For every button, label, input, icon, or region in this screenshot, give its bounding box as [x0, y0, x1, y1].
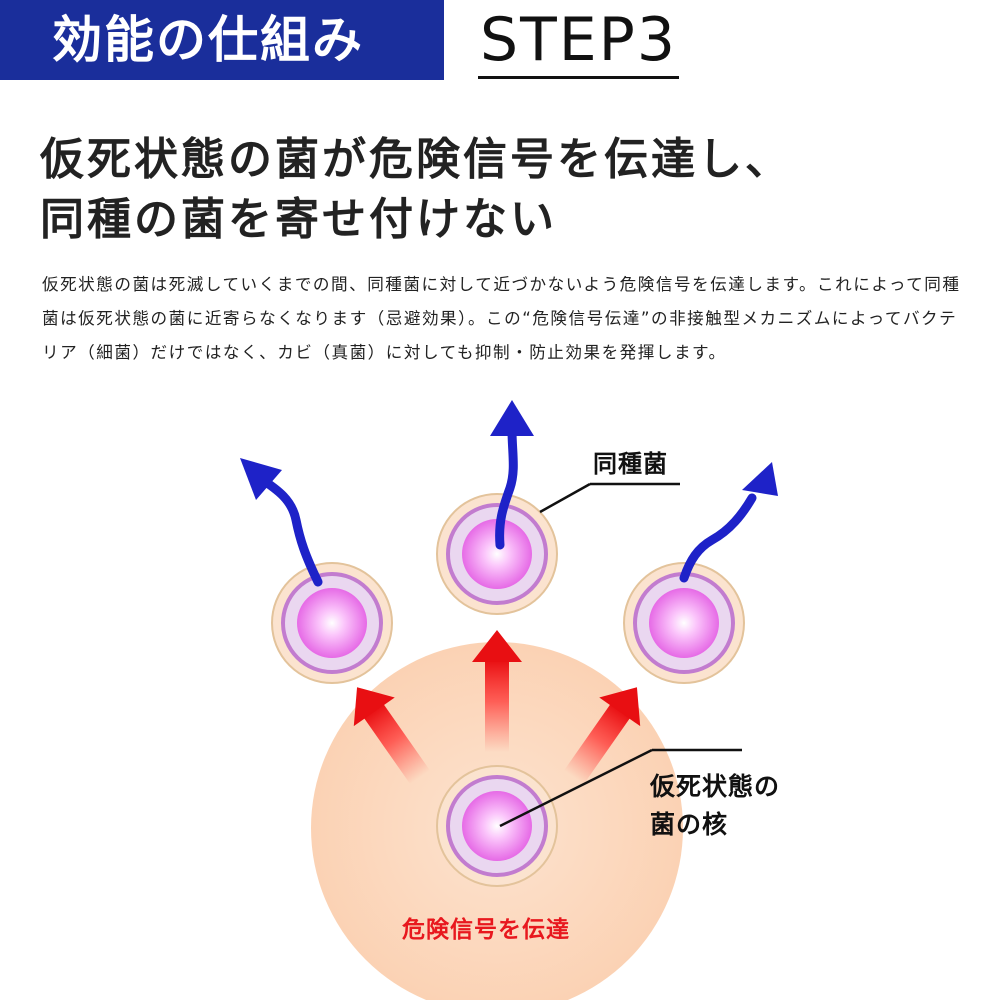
label-same-species: 同種菌 — [593, 444, 668, 479]
cell-core — [437, 766, 557, 886]
cell-center — [437, 494, 557, 614]
label-core: 仮死状態の 菌の核 — [650, 768, 780, 844]
label-signal: 危険信号を伝達 — [402, 910, 570, 944]
leader-line-same — [540, 484, 590, 512]
label-core-line-2: 菌の核 — [650, 806, 780, 844]
blue-arrow-left — [260, 478, 318, 582]
label-core-line-1: 仮死状態の — [650, 768, 780, 806]
cell-left — [272, 563, 392, 683]
